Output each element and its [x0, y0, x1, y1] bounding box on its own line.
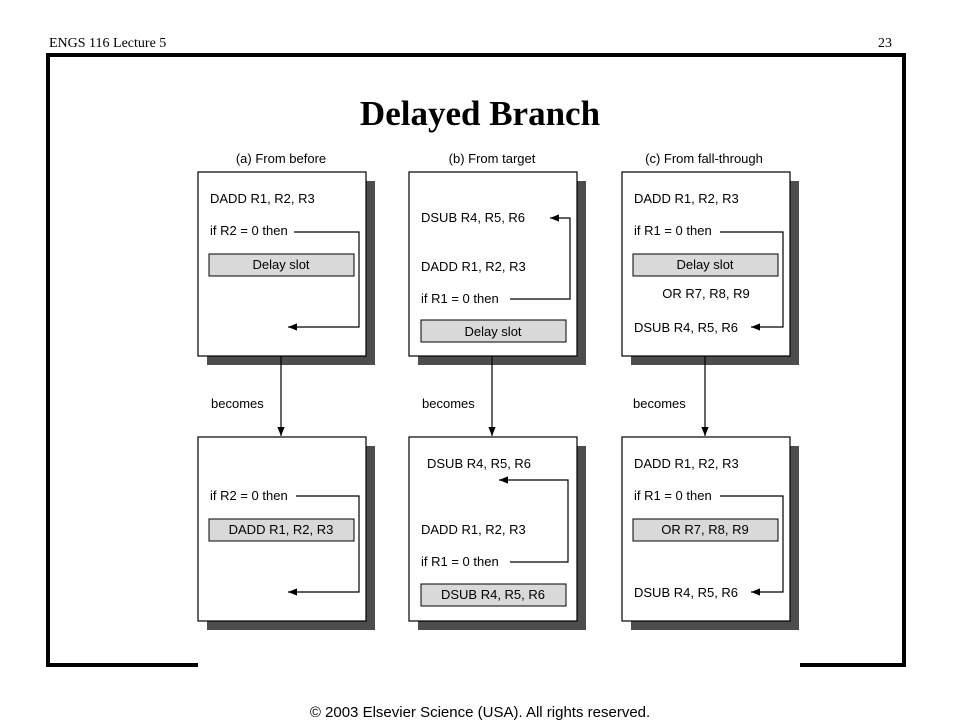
box-c-after: DADD R1, R2, R3 if R1 = 0 then OR R7, R8… [621, 436, 799, 630]
branch-arrow [499, 476, 569, 563]
filled-slot-label: DADD R1, R2, R3 [229, 522, 334, 537]
branch-arrow [510, 214, 571, 300]
copyright-notice: © 2003 Elsevier Science (USA). All right… [309, 704, 651, 721]
box-b-after: DSUB R4, R5, R6 DADD R1, R2, R3 if R1 = … [408, 436, 586, 630]
column-b: (b) From target DSUB R4, R5, R6 DADD R1,… [408, 151, 586, 630]
delay-slot-label: Delay slot [464, 324, 521, 339]
lecture-header: ENGS 116 Lecture 5 [49, 36, 167, 51]
slide-title: Delayed Branch [359, 94, 601, 133]
caption-a: (a) From before [236, 151, 326, 166]
filled-slot [632, 518, 779, 542]
box-b-before: DSUB R4, R5, R6 DADD R1, R2, R3 if R1 = … [408, 171, 586, 365]
code-line: DADD R1, R2, R3 [421, 259, 526, 274]
delay-slot [420, 319, 567, 343]
code-line: DADD R1, R2, R3 [210, 191, 315, 206]
code-line: DSUB R4, R5, R6 [634, 585, 738, 600]
box-a-after: if R2 = 0 then DADD R1, R2, R3 [197, 436, 375, 630]
code-line: if R1 = 0 then [421, 291, 499, 306]
code-line: if R1 = 0 then [421, 554, 499, 569]
becomes-label: becomes [422, 396, 475, 411]
filled-slot-label: DSUB R4, R5, R6 [441, 587, 545, 602]
code-line: DSUB R4, R5, R6 [421, 210, 525, 225]
column-a: (a) From before DADD R1, R2, R3 if R2 = … [197, 151, 375, 630]
box-a-before: DADD R1, R2, R3 if R2 = 0 then Delay slo… [197, 171, 375, 365]
caption-b: (b) From target [449, 151, 536, 166]
branch-arrow [288, 231, 360, 331]
page-number: 23 [878, 36, 892, 51]
code-line: DADD R1, R2, R3 [634, 191, 739, 206]
code-line: if R2 = 0 then [210, 223, 288, 238]
branch-arrow [720, 495, 784, 596]
caption-c: (c) From fall-through [645, 151, 763, 166]
branch-arrow [288, 495, 360, 596]
branch-arrow [720, 231, 784, 331]
delay-slot [208, 253, 355, 277]
code-line: DSUB R4, R5, R6 [634, 320, 738, 335]
becomes-label: becomes [211, 396, 264, 411]
code-line: if R2 = 0 then [210, 488, 288, 503]
column-c: (c) From fall-through DADD R1, R2, R3 if… [621, 151, 799, 630]
delay-slot-label: Delay slot [252, 257, 309, 272]
code-line: OR R7, R8, R9 [662, 286, 749, 301]
code-line: if R1 = 0 then [634, 488, 712, 503]
filled-slot [420, 583, 567, 607]
code-line: DSUB R4, R5, R6 [427, 456, 531, 471]
box-c-before: DADD R1, R2, R3 if R1 = 0 then Delay slo… [621, 171, 799, 365]
filled-slot-label: OR R7, R8, R9 [661, 522, 748, 537]
filled-slot [208, 518, 355, 542]
delay-slot [632, 253, 779, 277]
code-line: DADD R1, R2, R3 [634, 456, 739, 471]
frame-gap [198, 655, 800, 667]
code-line: if R1 = 0 then [634, 223, 712, 238]
code-line: DADD R1, R2, R3 [421, 522, 526, 537]
becomes-label: becomes [633, 396, 686, 411]
delay-slot-label: Delay slot [676, 257, 733, 272]
